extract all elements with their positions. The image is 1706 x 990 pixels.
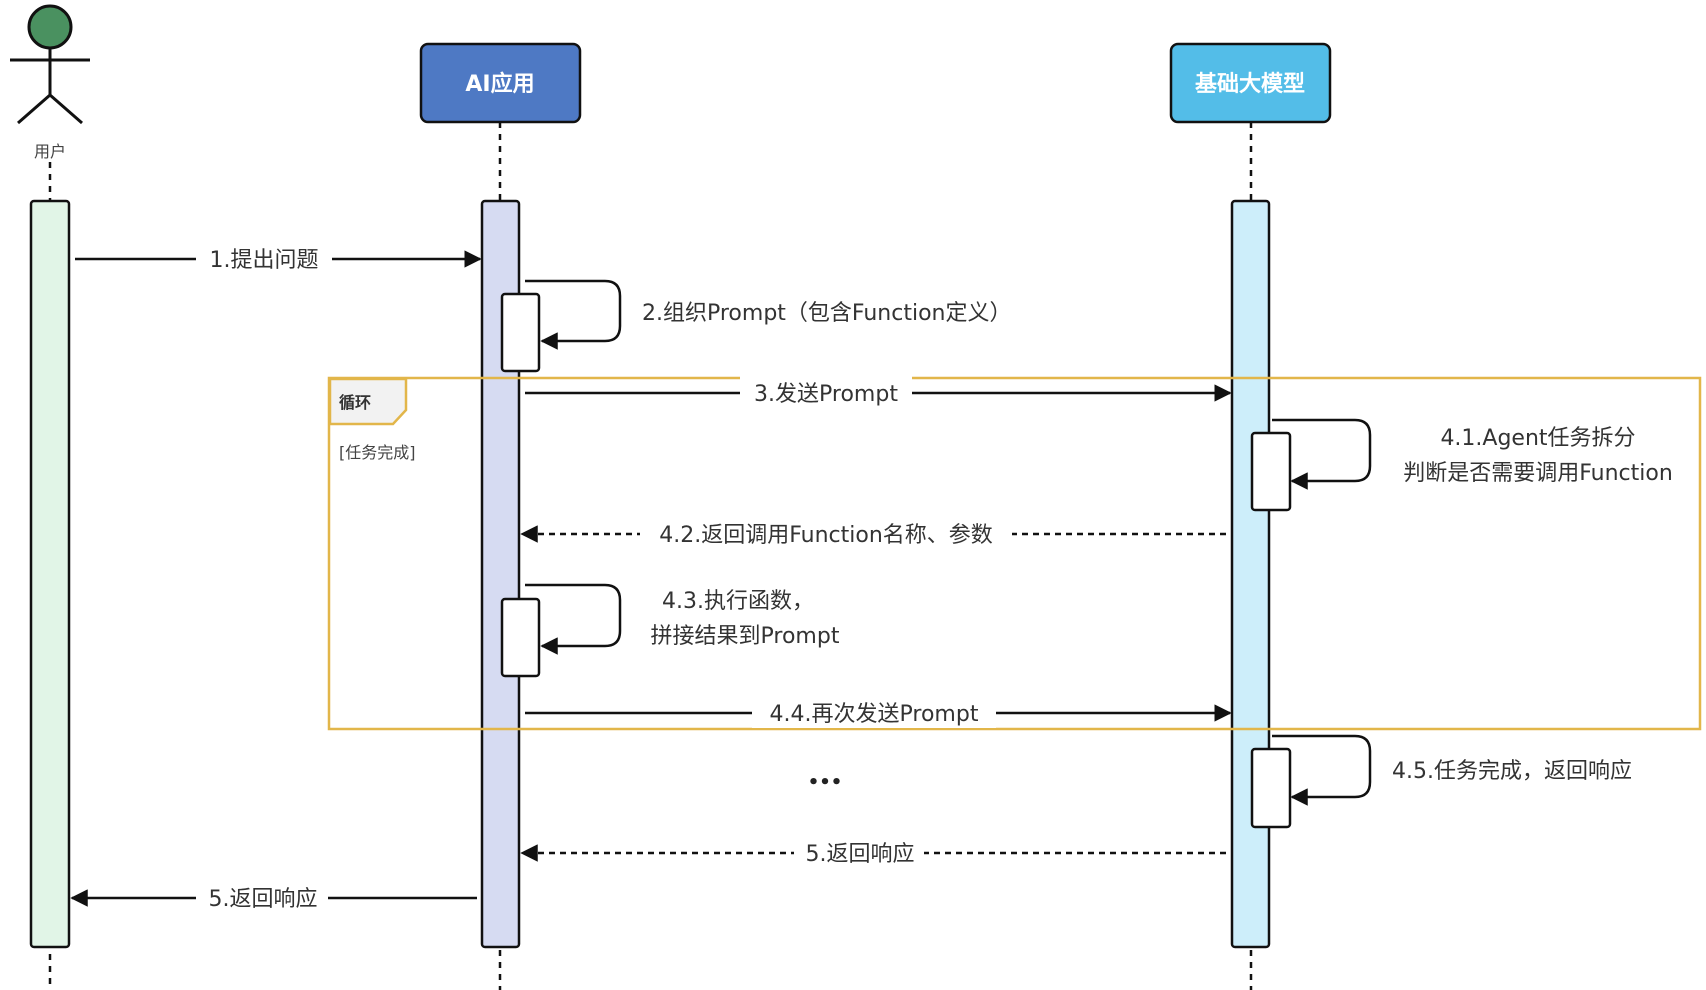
user-label: 用户	[34, 142, 66, 161]
message-4-2: 4.2.返回调用Function名称、参数	[520, 517, 1226, 549]
ai-app-activation-bar	[480, 199, 521, 949]
message-4-1-self-call: 4.1.Agent任务拆分 判断是否需要调用Function	[1250, 418, 1673, 512]
message-5-llm-label: 5.返回响应	[806, 842, 915, 867]
message-4-3-self-call: 4.3.执行函数， 拼接结果到Prompt	[500, 583, 840, 678]
message-1: 1.提出问题	[75, 242, 482, 274]
message-4-1-label-line2: 判断是否需要调用Function	[1403, 461, 1673, 486]
llm-activation-bar	[1230, 199, 1271, 949]
loop-label-tab	[328, 377, 408, 426]
message-4-4-label: 4.4.再次发送Prompt	[770, 702, 979, 727]
ai-app-label: AI应用	[465, 71, 534, 97]
message-4-5-self-call: 4.5.任务完成，返回响应	[1250, 734, 1632, 829]
loop-frame: 循环 [任务完成]	[327, 376, 1702, 731]
message-5-ai-to-user: 5.返回响应	[70, 881, 477, 913]
user-actor-icon	[10, 4, 90, 125]
message-4-1-label-line1: 4.1.Agent任务拆分	[1440, 426, 1635, 451]
message-1-label: 1.提出问题	[210, 248, 319, 273]
message-3-label: 3.发送Prompt	[754, 382, 898, 407]
message-4-4: 4.4.再次发送Prompt	[525, 696, 1232, 728]
loop-title: 循环	[339, 393, 371, 412]
message-2-label: 2.组织Prompt（包含Function定义）	[642, 301, 1012, 326]
message-5-user-label: 5.返回响应	[209, 887, 318, 912]
loop-guard: [任务完成]	[339, 443, 416, 462]
message-4-2-label: 4.2.返回调用Function名称、参数	[659, 523, 993, 548]
llm-nested-activation-1	[1250, 431, 1292, 512]
message-3: 3.发送Prompt	[525, 376, 1232, 408]
llm-label: 基础大模型	[1195, 72, 1305, 97]
user-activation-bar	[29, 199, 71, 949]
message-4-5-label: 4.5.任务完成，返回响应	[1392, 759, 1632, 784]
message-4-3-label-line1: 4.3.执行函数，	[662, 589, 814, 614]
ai-nested-activation	[500, 292, 541, 373]
message-5-llm-to-ai: 5.返回响应	[520, 836, 1226, 868]
message-4-3-label-line2: 拼接结果到Prompt	[651, 624, 840, 649]
ai-app-participant: AI应用	[419, 42, 582, 124]
message-2-self-call: 2.组织Prompt（包含Function定义）	[500, 279, 1012, 373]
llm-participant: 基础大模型	[1169, 42, 1332, 124]
ellipsis-indicator: •••	[808, 772, 843, 793]
llm-nested-activation-2	[1250, 747, 1292, 829]
ai-nested-activation-2	[500, 597, 541, 678]
